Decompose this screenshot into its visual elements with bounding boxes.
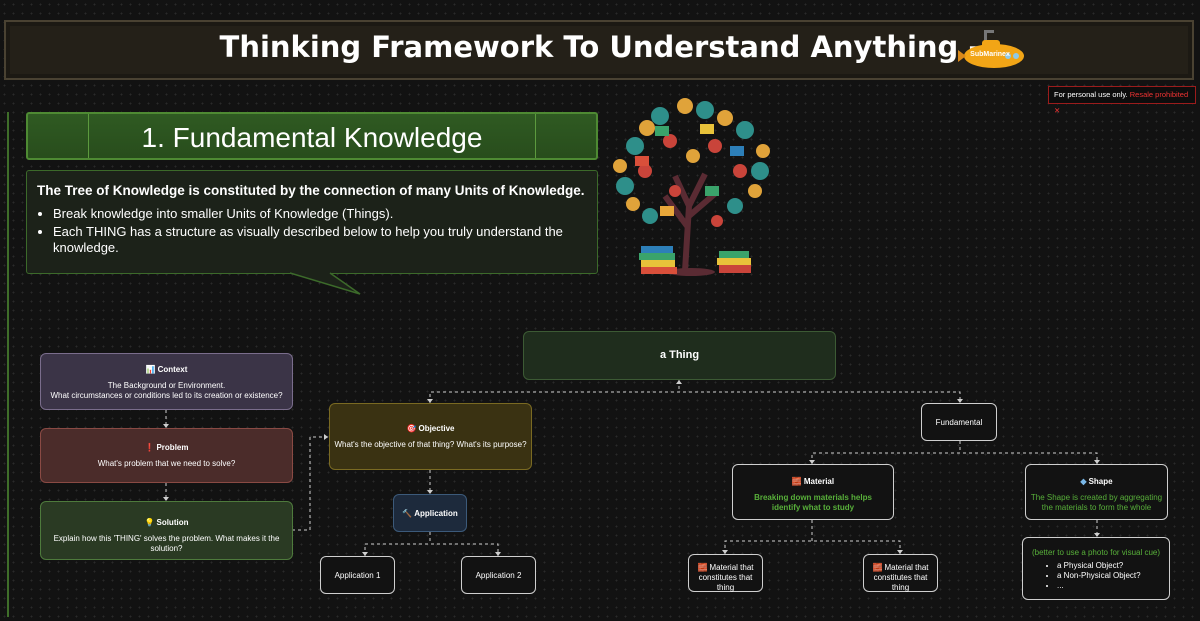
node-material-desc: Breaking down materials helps identify w… [754, 493, 872, 512]
node-application-1-title: Application 1 [334, 571, 381, 580]
shape-detail-item: a Non-Physical Object? [1057, 571, 1169, 581]
node-context-line-1: The Background or Environment. [107, 381, 226, 390]
bricks-icon: 🧱 [872, 563, 883, 572]
node-shape-desc: The Shape is created by aggregating the … [1030, 493, 1163, 512]
bricks-icon: 🧱 [791, 477, 802, 486]
submarine-logo: SubMarinex [958, 30, 1024, 68]
bullet-item: Each THING has a structure as visually d… [53, 224, 587, 256]
shape-detail-list: a Physical Object? a Non-Physical Object… [1023, 561, 1169, 591]
diamond-icon: ◆ [1080, 477, 1087, 486]
left-rail [7, 112, 9, 617]
node-objective[interactable]: 🎯Objective What's the objective of that … [329, 403, 532, 470]
node-material-child-1-title: Material that constitutes that thing [698, 563, 754, 592]
node-problem[interactable]: ❗Problem What's problem that we need to … [40, 428, 293, 483]
node-solution-desc: Explain how this 'THING' solves the prob… [53, 534, 280, 553]
chart-icon: 📊 [145, 365, 156, 374]
section-heading: 1. Fundamental Knowledge [141, 122, 483, 153]
node-material-child-2[interactable]: 🧱Material that constitutes that thing [863, 554, 938, 592]
node-a-thing[interactable]: a Thing [523, 331, 836, 380]
node-material-child-1[interactable]: 🧱Material that constitutes that thing [688, 554, 763, 592]
warning-icon: ❗ [144, 443, 155, 452]
target-icon: 🎯 [406, 424, 417, 433]
close-icon: ✕ [1054, 106, 1061, 115]
node-problem-title: Problem [156, 443, 189, 452]
node-objective-title: Objective [418, 424, 455, 433]
node-a-thing-title: a Thing [659, 349, 700, 361]
node-context-title: Context [157, 365, 188, 374]
node-problem-desc: What's problem that we need to solve? [97, 459, 236, 468]
section-header: 1. Fundamental Knowledge [26, 112, 598, 160]
shape-detail-note: (better to use a photo for visual cue) [1031, 548, 1161, 557]
shape-detail-item: ... [1057, 581, 1169, 591]
node-application[interactable]: 🔨Application [393, 494, 467, 532]
node-application-title: Application [414, 509, 458, 518]
node-shape[interactable]: ◆Shape The Shape is created by aggregati… [1025, 464, 1168, 520]
node-shape-detail[interactable]: (better to use a photo for visual cue) a… [1022, 537, 1170, 600]
node-objective-desc: What's the objective of that thing? What… [334, 440, 527, 449]
node-solution[interactable]: 💡Solution Explain how this 'THING' solve… [40, 501, 293, 560]
node-application-2[interactable]: Application 2 [461, 556, 536, 594]
node-application-1[interactable]: Application 1 [320, 556, 395, 594]
node-fundamental[interactable]: Fundamental [921, 403, 997, 441]
node-material[interactable]: 🧱Material Breaking down materials helps … [732, 464, 894, 520]
callout-tail [290, 272, 361, 295]
license-prefix: For personal use only. [1054, 90, 1128, 99]
lightbulb-icon: 💡 [144, 518, 155, 527]
node-context[interactable]: 📊Context The Background or Environment. … [40, 353, 293, 410]
logo-text: SubMarinex [970, 51, 1010, 58]
page-title: Thinking Framework To Understand Anythin… [219, 30, 981, 64]
node-shape-title: Shape [1088, 477, 1113, 486]
hammer-icon: 🔨 [402, 509, 413, 518]
node-application-2-title: Application 2 [475, 571, 522, 580]
bullet-list: Break knowledge into smaller Units of Kn… [37, 206, 587, 256]
license-warning: Resale prohibited [1129, 90, 1189, 99]
node-fundamental-title: Fundamental [935, 418, 983, 427]
node-material-title: Material [803, 477, 835, 486]
node-context-line-2: What circumstances or conditions led to … [50, 391, 283, 400]
tree-of-knowledge-illustration [613, 98, 770, 276]
node-material-child-2-title: Material that constitutes that thing [873, 563, 929, 592]
description-heading: The Tree of Knowledge is constituted by … [37, 183, 585, 198]
bullet-item: Break knowledge into smaller Units of Kn… [53, 206, 587, 222]
shape-detail-item: a Physical Object? [1057, 561, 1169, 571]
node-solution-title: Solution [156, 518, 189, 527]
license-notice: For personal use only. Resale prohibited… [1048, 86, 1196, 115]
description-box: The Tree of Knowledge is constituted by … [26, 170, 598, 274]
bricks-icon: 🧱 [697, 563, 708, 572]
